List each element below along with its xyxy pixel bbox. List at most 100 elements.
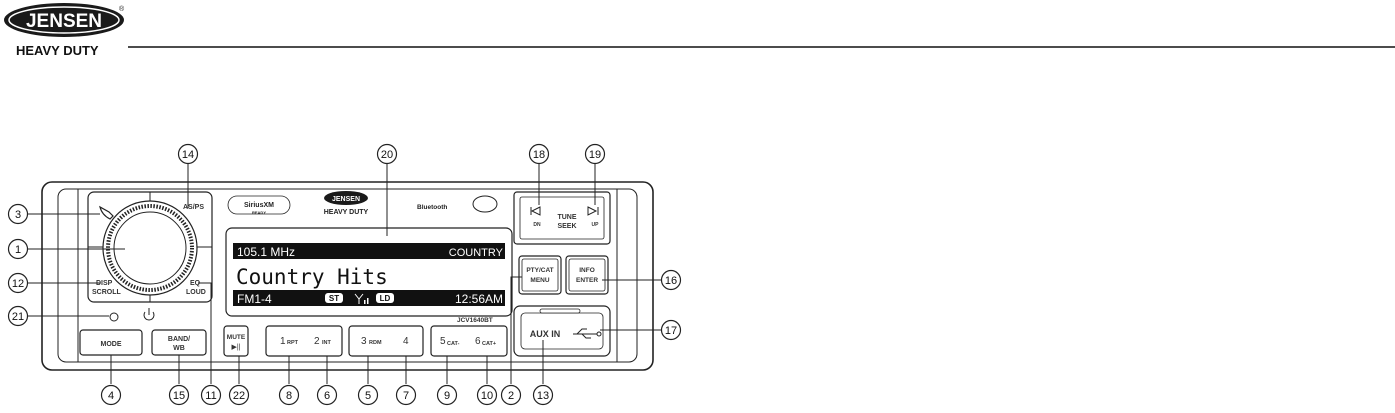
brand-logo: JENSEN ® [4,3,125,37]
callout-21-label: 21 [12,311,24,323]
callout-6-label: 6 [324,390,330,402]
callout-6: 6 [316,384,338,406]
loud-label[interactable]: LOUD [186,289,206,296]
preset-5-sub: CAT- [447,341,460,347]
mute-label: MUTE [227,334,246,341]
dn-label: DN [533,222,541,228]
preset-3-4-button[interactable]: 3 RDM 4 [348,325,424,357]
callout-5: 5 [357,384,379,406]
callout-1-label: 1 [15,244,21,256]
callout-3-label: 3 [15,209,21,221]
band-wb-button[interactable]: BAND/ WB [151,329,207,356]
preset-1-sub: RPT [287,340,299,346]
callout-20: 20 [376,143,398,165]
skip-forward-icon [587,206,599,216]
leader-lines [27,163,661,384]
preset-2-label: 2 [314,336,320,347]
ld-badge-box [376,293,394,303]
siriusxm-logo-sub: READY [252,210,266,215]
preset-3-label: 3 [361,336,367,347]
callout-4: 4 [100,384,122,406]
mute-button[interactable]: MUTE ▶|| [223,325,249,357]
callout-15-label: 15 [173,390,185,402]
signal-icon [354,293,369,304]
band-label: BAND/ [168,336,190,343]
preset-3-sub: RDM [369,340,382,346]
mode-button[interactable]: MODE [79,329,143,356]
preset-2-sub: INT [322,340,332,346]
callout-16-label: 16 [665,275,677,287]
brand-tagline: HEAVY DUTY [16,43,99,58]
callout-14-label: 14 [182,149,194,161]
knob-cluster [87,191,213,303]
power-icon [143,308,155,321]
pty-cat-menu-button[interactable]: PTY/CAT MENU [518,255,562,295]
volume-knob[interactable] [113,211,187,285]
callout-18-label: 18 [533,149,545,161]
callout-17: 17 [660,319,682,341]
preset-5-6-button[interactable]: 5 CAT- 6 CAT+ [430,325,508,357]
brand-registered: ® [119,5,125,13]
phone-icon [99,205,114,220]
seek-down-button[interactable]: DN [530,206,541,228]
pty-cat-label: PTY/CAT [526,267,553,274]
tune-label: TUNE [557,214,576,221]
play-pause-icon: ▶|| [231,344,240,351]
disp-label[interactable]: DISP [96,280,113,287]
callout-13-label: 13 [537,390,549,402]
callout-3: 3 [7,203,29,225]
callout-17-label: 17 [665,325,677,337]
menu-label: MENU [530,277,549,284]
callout-10-label: 10 [481,390,493,402]
callout-15: 15 [168,384,190,406]
phone-button[interactable] [99,205,114,220]
callout-12-label: 12 [12,278,24,290]
callout-7: 7 [395,384,417,406]
st-badge-box [325,293,343,303]
callout-2-label: 2 [508,390,514,402]
scroll-label[interactable]: SCROLL [92,289,122,296]
sensor-window [472,195,498,213]
siriusxm-logo: SiriusXM READY [227,195,291,215]
mode-label: MODE [101,341,122,348]
display-category: COUNTRY [449,247,504,259]
callout-22-label: 22 [233,390,245,402]
tune-seek-cluster [513,191,611,245]
callout-4-label: 4 [108,390,114,402]
siriusxm-logo-text: SiriusXM [244,202,274,209]
callout-22: 22 [228,384,250,406]
as-ps-button[interactable]: AS/PS [183,204,204,211]
display-frequency: 105.1 MHz [237,245,295,259]
center-logo-text: JENSEN [332,196,360,203]
callout-20-label: 20 [381,149,393,161]
wb-label: WB [173,345,185,352]
up-label: UP [592,222,600,228]
model-label: JCV1640BT [457,317,493,324]
seek-label: SEEK [557,223,576,230]
info-label: INFO [579,267,595,274]
seek-up-button[interactable]: UP [587,206,600,228]
callout-9-label: 9 [444,390,450,402]
preset-1-2-button[interactable]: 1 RPT 2 INT [265,325,343,357]
eq-label[interactable]: EQ [190,280,201,287]
st-badge: ST [329,294,339,303]
preset-6-label: 6 [475,336,481,347]
aux-usb-cover[interactable]: AUX IN [513,305,611,357]
center-logo-tagline: HEAVY DUTY [324,209,369,216]
ir-sensor [109,312,119,322]
callout-8-label: 8 [286,390,292,402]
preset-4-label: 4 [403,336,409,347]
display-channel-name: Country Hits [236,265,388,289]
display-preset: FM1-4 [237,292,272,306]
aux-in-label: AUX IN [530,329,561,339]
callout-2: 2 [500,384,522,406]
callout-7-label: 7 [403,390,409,402]
bluetooth-logo-text: Bluetooth [417,204,447,211]
center-logo: JENSEN HEAVY DUTY [324,191,369,216]
info-enter-button[interactable]: INFO ENTER [565,255,609,295]
lcd-display: 105.1 MHz COUNTRY Country Hits FM1-4 ST … [225,227,513,317]
callout-9: 9 [436,384,458,406]
preset-6-sub: CAT+ [482,341,496,347]
callout-18: 18 [528,143,550,165]
